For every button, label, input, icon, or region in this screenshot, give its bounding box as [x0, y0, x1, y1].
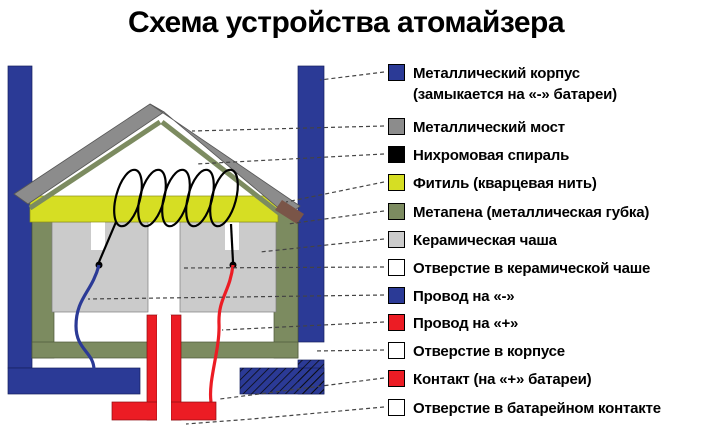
legend-swatch-coil [388, 146, 405, 163]
coil-lead-right [229, 223, 235, 263]
legend-swatch-ceramic-hole [388, 259, 405, 276]
legend-item-coil: Нихромовая спираль [388, 145, 569, 166]
legend-label-casing-hole: Отверстие в корпусе [413, 343, 565, 360]
legend-label-ceramic: Керамическая чаша [413, 232, 557, 249]
contact-flange-right [170, 401, 217, 421]
coil-lead-left [97, 221, 118, 263]
legend-label-metafoam: Метапена (металлическая губка) [413, 204, 650, 221]
hatch-bottom-right [240, 368, 324, 394]
legend-swatch-bridge [388, 118, 405, 135]
legend-swatch-wick [388, 174, 405, 191]
wire-plus [208, 264, 235, 403]
legend-item-metafoam: Метапена (металлическая губка) [388, 202, 649, 223]
legend-swatch-casing-hole [388, 342, 405, 359]
battery-contact-hole [157, 315, 171, 422]
legend-label-coil: Нихромовая спираль [413, 147, 570, 164]
connector-wire-minus [87, 294, 385, 300]
legend-label-bridge: Металлический мост [413, 119, 565, 136]
legend-sublabel-metal-body: (замыкается на «-» батареи) [413, 86, 617, 103]
legend-item-ceramic: Керамическая чаша [388, 230, 557, 251]
connector-coil [195, 153, 385, 165]
connector-metal-body [319, 71, 385, 81]
legend-connectors [87, 71, 385, 425]
legend-label-contact: Контакт (на «+» батареи) [413, 371, 592, 388]
ceramic-lead-slot-left [91, 221, 105, 250]
legend-label-metal-body: Металлический корпус [413, 65, 580, 82]
bridge-right-tip [275, 200, 304, 224]
legend-swatch-battery-contact-hole [388, 399, 405, 416]
wick [29, 195, 279, 223]
legend-label-battery-contact-hole: Отверстие в батарейном контакте [413, 400, 661, 417]
connector-ceramic-hole [181, 266, 385, 269]
legend-swatch-metal-body [388, 64, 405, 81]
roof-lining-left [28, 119, 162, 211]
connector-battery-contact-hole [185, 406, 385, 425]
casing-bottom-left [7, 367, 141, 395]
legend-item-bridge: Металлический мост [388, 117, 565, 138]
legend-item-wire-plus: Провод на «+» [388, 313, 518, 334]
wire-minus [74, 264, 101, 371]
diagram-title: Схема устройства атомайзера [127, 6, 565, 39]
legend-swatch-wire-minus [388, 287, 405, 304]
metafoam-left [31, 213, 55, 359]
legend-swatch-wire-plus [388, 314, 405, 331]
legend-item-metal-body: Металлический корпус (замыкается на «-» … [388, 63, 617, 105]
legend-label-wick: Фитиль (кварцевая нить) [413, 175, 597, 192]
connector-bridge [191, 125, 385, 132]
casing-right-wall [297, 65, 325, 343]
connector-casing-hole [313, 349, 385, 352]
legend-label-wire-minus: Провод на «-» [413, 288, 515, 305]
metafoam-right [273, 213, 299, 359]
legend-item-casing-hole: Отверстие в корпусе [388, 341, 565, 362]
contact-flange-left [111, 401, 158, 421]
legend-swatch-metafoam [388, 203, 405, 220]
casing-left-wall [7, 65, 33, 369]
connector-wire-plus [221, 321, 385, 331]
legend-label-ceramic-hole: Отверстие в керамической чаше [413, 260, 651, 277]
connector-wick [285, 181, 385, 203]
legend-item-contact: Контакт (на «+» батареи) [388, 369, 592, 390]
legend-item-wire-minus: Провод на «-» [388, 286, 515, 307]
legend-swatch-ceramic [388, 231, 405, 248]
legend-item-ceramic-hole: Отверстие в керамической чаше [388, 258, 650, 279]
legend-item-wick: Фитиль (кварцевая нить) [388, 173, 597, 194]
legend-item-battery-contact-hole: Отверстие в батарейном контакте [388, 398, 661, 419]
connector-metafoam [287, 210, 385, 225]
nichrome-coil [97, 168, 239, 263]
legend-label-wire-plus: Провод на «+» [413, 315, 519, 332]
legend-swatch-contact [388, 370, 405, 387]
